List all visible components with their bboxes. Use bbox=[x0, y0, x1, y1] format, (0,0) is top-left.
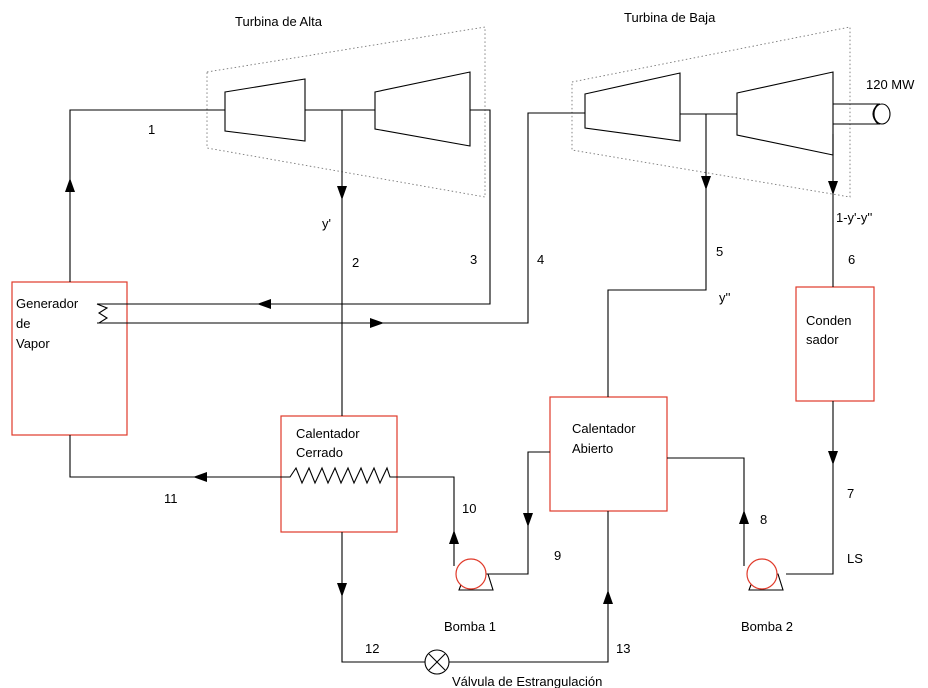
pump-1-label: Bomba 1 bbox=[444, 619, 496, 634]
pipe-state-12 bbox=[341, 532, 425, 663]
steam-generator bbox=[11, 281, 128, 436]
state-label-11: 11 bbox=[164, 491, 178, 506]
hp-turbine-stage-2 bbox=[374, 71, 471, 147]
arrow-state-9 bbox=[523, 513, 533, 527]
condenser-label-2: sador bbox=[806, 332, 839, 347]
arrow-state-1 bbox=[65, 178, 75, 192]
arrow-state-12 bbox=[337, 583, 347, 597]
condenser-label-1: Conden bbox=[806, 313, 852, 328]
state-label-7: 7 bbox=[847, 486, 854, 501]
pipe-state-4 bbox=[97, 112, 585, 324]
state-label-13: 13 bbox=[616, 641, 630, 656]
power-label: 120 MW bbox=[866, 77, 915, 92]
pipe-state-9 bbox=[486, 451, 550, 575]
state-label-2: 2 bbox=[352, 255, 359, 270]
pipe-state-8 bbox=[667, 457, 745, 566]
hp-turbine-stage-1 bbox=[224, 78, 306, 142]
pipe-state-1 bbox=[69, 109, 225, 282]
output-shaft-break bbox=[872, 103, 879, 125]
closed-heater-coil bbox=[281, 466, 397, 485]
arrow-state-11 bbox=[193, 472, 207, 482]
arrow-state-7 bbox=[828, 451, 838, 465]
ls-label: LS bbox=[847, 551, 863, 566]
closed-heater-label-2: Cerrado bbox=[296, 445, 343, 460]
arrow-state-8 bbox=[739, 510, 749, 524]
state-label-9: 9 bbox=[554, 548, 561, 563]
fraction-y-double-prime: y'' bbox=[719, 290, 730, 305]
fraction-remainder: 1-y'-y'' bbox=[836, 210, 872, 225]
throttling-valve-label: Válvula de Estrangulación bbox=[452, 674, 602, 688]
pump-2 bbox=[746, 558, 778, 590]
pipe-state-5 bbox=[607, 114, 707, 397]
pump-1 bbox=[455, 558, 487, 590]
arrow-state-6 bbox=[828, 181, 838, 195]
lp-turbine-stage-2 bbox=[736, 71, 834, 156]
state-label-6: 6 bbox=[848, 252, 855, 267]
state-label-1: 1 bbox=[148, 122, 155, 137]
fraction-y-prime: y' bbox=[322, 216, 331, 231]
pump-2-label: Bomba 2 bbox=[741, 619, 793, 634]
lp-turbine-stage-1 bbox=[584, 72, 681, 142]
state-label-4: 4 bbox=[537, 252, 544, 267]
arrow-state-3 bbox=[257, 299, 271, 309]
pipe-state-11 bbox=[69, 435, 281, 478]
arrow-state-5 bbox=[701, 176, 711, 190]
steam-generator-label-3: Vapor bbox=[16, 336, 50, 351]
hp-turbine-label: Turbina de Alta bbox=[235, 14, 323, 29]
throttling-valve-cross-b bbox=[428, 653, 446, 671]
pipe-state-7 bbox=[786, 401, 834, 575]
state-label-10: 10 bbox=[462, 501, 476, 516]
arrow-state-10 bbox=[449, 530, 459, 544]
pipe-state-3 bbox=[97, 109, 491, 305]
pipe-state-13 bbox=[449, 511, 609, 663]
steam-generator-label-2: de bbox=[16, 316, 30, 331]
state-label-8: 8 bbox=[760, 512, 767, 527]
output-shaft-end bbox=[873, 103, 891, 125]
lp-turbine-label: Turbina de Baja bbox=[624, 10, 716, 25]
condenser bbox=[795, 286, 875, 402]
arrow-state-2 bbox=[337, 186, 347, 200]
arrow-state-4 bbox=[370, 318, 384, 328]
state-label-3: 3 bbox=[470, 252, 477, 267]
state-label-12: 12 bbox=[365, 641, 379, 656]
closed-heater-label-1: Calentador bbox=[296, 426, 360, 441]
open-heater-label-1: Calentador bbox=[572, 421, 636, 436]
open-heater-label-2: Abierto bbox=[572, 441, 613, 456]
pipe-state-10 bbox=[397, 476, 455, 566]
lp-turbine-casing bbox=[571, 26, 851, 198]
closed-feedwater-heater bbox=[280, 415, 398, 533]
arrow-state-13 bbox=[603, 590, 613, 604]
steam-generator-label-1: Generador bbox=[16, 296, 79, 311]
state-label-5: 5 bbox=[716, 244, 723, 259]
